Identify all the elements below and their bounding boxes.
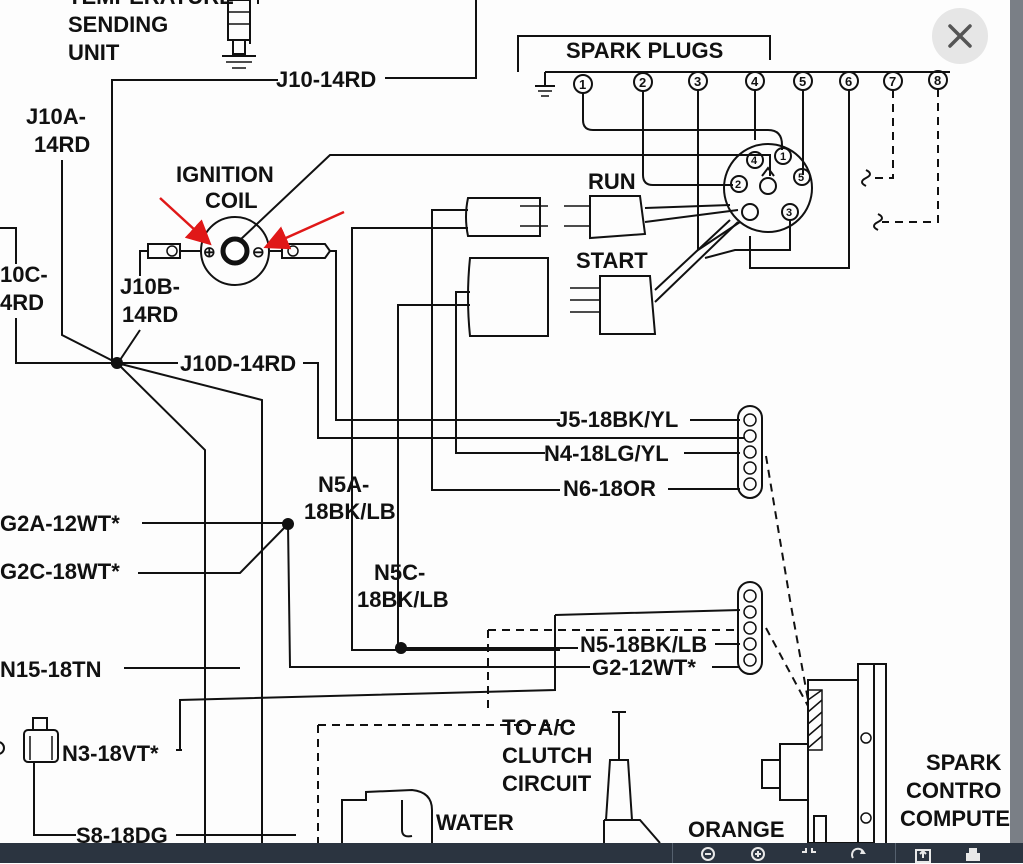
ignition-coil-icon: ⊕ ⊖ xyxy=(200,216,270,286)
spark-control-computer-icon xyxy=(761,663,887,843)
zoom-out-icon[interactable] xyxy=(700,846,718,864)
temp-sender-label-3: UNIT xyxy=(68,40,120,65)
wire-label-s8: S8-18DG xyxy=(76,823,168,843)
orange-label: ORANGE xyxy=(688,817,785,842)
wire-label-j10b-1: J10B- xyxy=(120,274,180,299)
wire-label-n5: N5-18BK/LB xyxy=(580,632,707,657)
computer-label-2: CONTRO xyxy=(906,778,1001,803)
viewer-edge xyxy=(1010,0,1023,843)
water-temp-sensor-icon xyxy=(341,788,433,843)
wire-label-n5c-2: 18BK/LB xyxy=(357,587,449,612)
distributor-number-5: 5 xyxy=(798,172,804,184)
wire-label-n5a-1: N5A- xyxy=(318,472,369,497)
print-icon[interactable] xyxy=(964,846,982,864)
wire-label-n5c-1: N5C- xyxy=(374,560,425,585)
zoom-in-icon[interactable] xyxy=(750,846,768,864)
coil-positive-terminal-icon xyxy=(139,243,200,272)
computer-label-3: COMPUTE xyxy=(900,806,1010,831)
temp-sender-label-2: SENDING xyxy=(68,12,168,37)
plug-number-1: 1 xyxy=(579,77,586,92)
wire-label-j10a-2: 14RD xyxy=(34,132,90,157)
coil-negative-sign: ⊖ xyxy=(252,244,265,261)
wire-label-n5a-2: 18BK/LB xyxy=(304,499,396,524)
distributor-number-2: 2 xyxy=(735,179,741,191)
plug-number-3: 3 xyxy=(694,74,701,89)
viewer-toolbar xyxy=(0,843,1023,863)
fit-icon[interactable] xyxy=(800,846,818,864)
run-connector-icon xyxy=(465,195,739,240)
wire-label-j10: J10-14RD xyxy=(276,67,376,92)
wire-label-j10c-2: 4RD xyxy=(0,290,44,315)
ac-label-3: CIRCUIT xyxy=(502,771,592,796)
wire-label-g2: G2-12WT* xyxy=(592,655,696,680)
temp-sender-label-1: TEMPERATURE xyxy=(68,0,234,9)
plug-number-6: 6 xyxy=(845,74,852,89)
plug-number-8: 8 xyxy=(934,73,941,88)
plug-number-5: 5 xyxy=(799,74,806,89)
plug-number-7: 7 xyxy=(889,74,896,89)
wire-label-j10c-1: 10C- xyxy=(0,262,48,287)
distributor-cap-icon: 4 1 2 5 3 xyxy=(723,143,813,233)
wire-label-n6: N6-18OR xyxy=(563,476,656,501)
wire-label-j5: J5-18BK/YL xyxy=(556,407,678,432)
rotate-icon[interactable] xyxy=(850,846,868,864)
ignition-coil-label-1: IGNITION xyxy=(176,162,274,187)
spark-plugs-title: SPARK PLUGS xyxy=(566,38,723,63)
distributor-number-1: 1 xyxy=(780,151,786,163)
wire-label-j10b-2: 14RD xyxy=(122,302,178,327)
wire-label-j10a-1: J10A- xyxy=(26,104,86,129)
start-label: START xyxy=(576,248,648,273)
wire-label-n4: N4-18LG/YL xyxy=(544,441,669,466)
run-label: RUN xyxy=(588,169,636,194)
ac-clutch-sensor-icon xyxy=(603,711,661,843)
close-button[interactable] xyxy=(932,8,988,64)
wiring-diagram: TEMPERATURE SENDING UNIT J10-14RD J10A- … xyxy=(0,0,1010,843)
connector-block-upper-icon xyxy=(737,405,763,499)
ac-label-2: CLUTCH xyxy=(502,743,592,768)
ignition-coil-label-2: COIL xyxy=(205,188,258,213)
water-label: WATER xyxy=(436,810,514,835)
wire-label-j10d: J10D-14RD xyxy=(180,351,296,376)
start-connector-icon xyxy=(467,219,739,337)
temperature-sender-icon xyxy=(222,0,256,69)
toolbar-separator xyxy=(672,843,673,863)
wire-label-g2a: G2A-12WT* xyxy=(0,511,120,536)
plug-number-4: 4 xyxy=(751,74,759,89)
red-arrow-positive xyxy=(159,197,212,246)
computer-label-1: SPARK xyxy=(926,750,1001,775)
wire-label-n3: N3-18VT* xyxy=(62,741,159,766)
n3-connector-icon xyxy=(0,717,59,763)
export-icon[interactable] xyxy=(914,846,932,864)
red-arrow-negative xyxy=(263,210,345,250)
distributor-number-4: 4 xyxy=(751,155,758,167)
connector-block-lower-icon xyxy=(737,581,763,675)
plug-number-2: 2 xyxy=(639,75,646,90)
ground-icon xyxy=(535,72,555,97)
wire-label-g2c: G2C-18WT* xyxy=(0,559,120,584)
toolbar-separator-2 xyxy=(895,843,896,863)
ac-label-1: TO A/C xyxy=(502,715,575,740)
coil-positive-sign: ⊕ xyxy=(203,244,216,261)
coil-negative-terminal-icon xyxy=(270,243,560,421)
spark-plug-terminals: 1 2 3 4 5 6 7 8 xyxy=(573,70,948,94)
distributor-number-3: 3 xyxy=(786,207,792,219)
close-icon xyxy=(948,24,972,48)
wire-label-n15: N15-18TN xyxy=(0,657,101,682)
